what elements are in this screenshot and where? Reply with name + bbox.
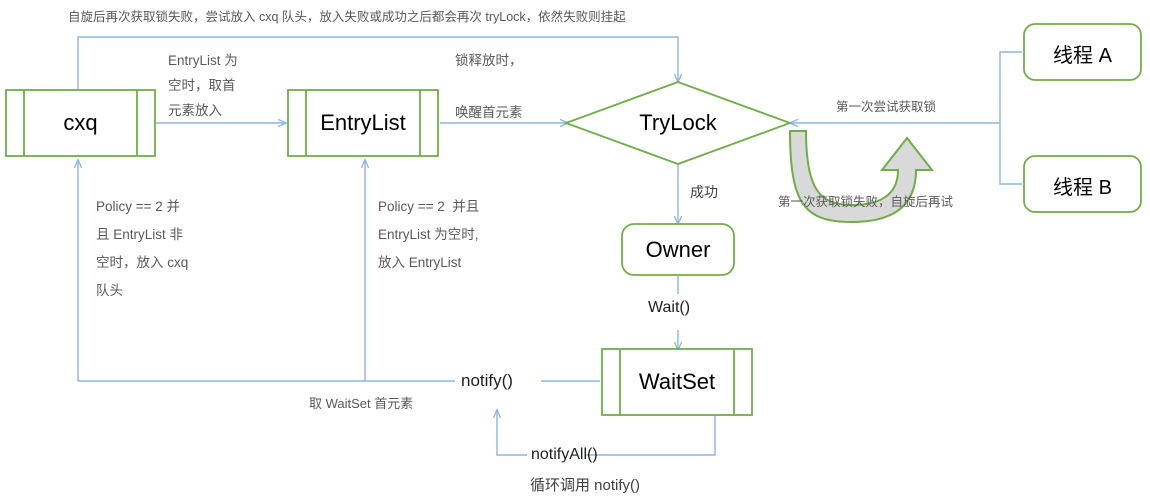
node-waitset-shape: [601, 348, 753, 416]
label-notify: notify(): [461, 371, 513, 390]
node-label-thread-a[interactable]: 线程 A: [1053, 45, 1112, 67]
node-trylock-shape: [563, 81, 793, 165]
node-owner-shape: [621, 223, 735, 276]
spin-retry-curved-arrow: [788, 130, 935, 224]
top-note: 自旋后再次获取锁失败，尝试放入 cxq 队头，放入失败或成功之后都会再次 try…: [68, 10, 626, 24]
label-wait: Wait(): [648, 299, 691, 316]
connector-notifyall-right: [585, 414, 716, 456]
connector-notifyall-left: [497, 410, 527, 456]
node-label-waitset[interactable]: WaitSet: [638, 369, 716, 394]
node-label-thread-b[interactable]: 线程 B: [1053, 177, 1112, 199]
node-thread-b-shape: [1023, 155, 1142, 213]
label-take-waitset-first: 取 WaitSet 首元素: [309, 396, 414, 411]
node-thread-a-shape: [1023, 23, 1142, 81]
label-policy2-entrylist-not-empty: Policy == 2 并 且 EntryList 非 空时，放入 cxq 队头: [96, 199, 189, 298]
node-label-trylock[interactable]: TryLock: [639, 110, 717, 135]
node-entrylist-shape: [287, 89, 439, 157]
label-loop-call-notify: 循环调用 notify(): [530, 477, 641, 494]
node-label-cxq[interactable]: cxq: [63, 110, 98, 135]
node-label-owner[interactable]: Owner: [645, 237, 711, 262]
label-policy2-entrylist-empty: Policy == 2 并且 EntryList 为空时, 放入 EntryLi…: [378, 199, 480, 270]
label-entrylist-empty-take-first: EntryList 为 空时，取首 元素放入: [168, 53, 238, 118]
connector-threads-bracket: [999, 51, 1022, 185]
label-first-try-lock: 第一次尝试获取锁: [836, 100, 937, 114]
label-lock-release-wake-first: 锁释放时， 唤醒首元素: [455, 53, 523, 120]
label-success: 成功: [690, 184, 718, 200]
node-label-entrylist[interactable]: EntryList: [320, 110, 406, 135]
connector-top-feedback-loop: [78, 36, 678, 90]
node-cxq-shape: [5, 89, 156, 157]
label-notify-all: notifyAll(): [531, 446, 598, 463]
label-first-fail-spin-retry: 第一次获取锁失败，自旋后再试: [778, 195, 954, 209]
